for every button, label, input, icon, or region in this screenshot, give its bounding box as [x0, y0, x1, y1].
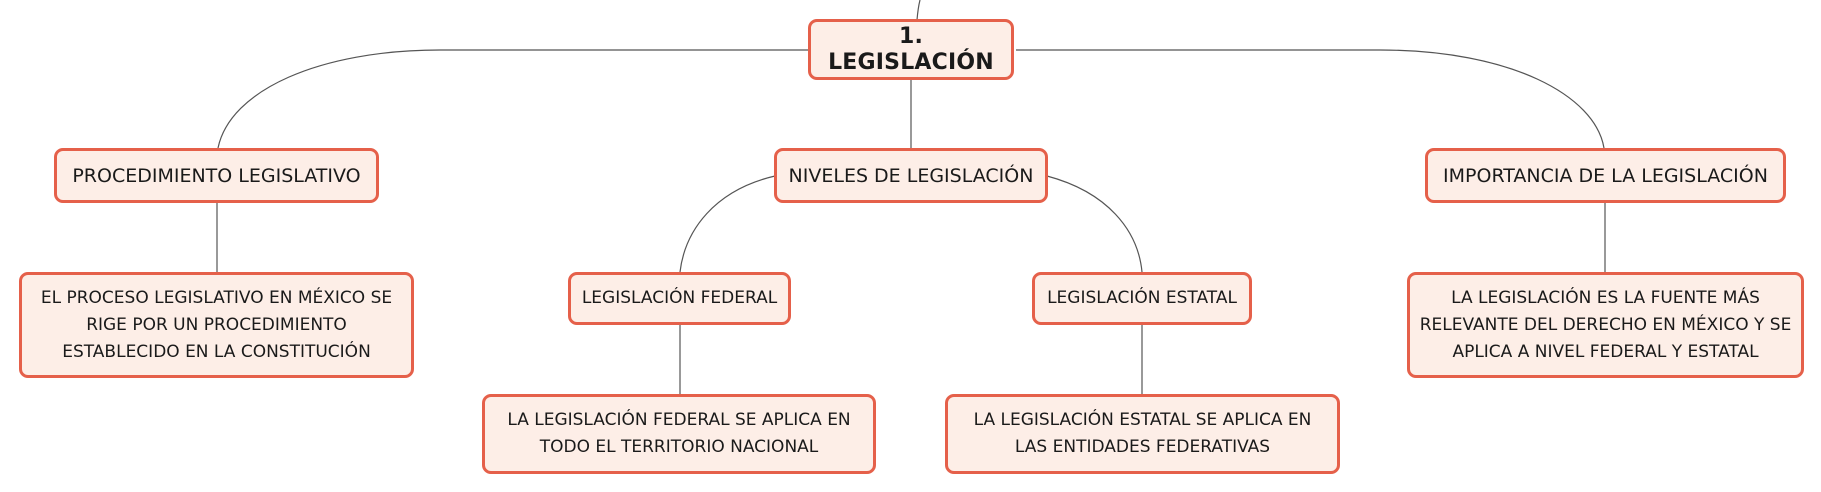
importancia-detail-text: LA LEGISLACIÓN ES LA FUENTE MÁS RELEVANT…	[1419, 287, 1792, 362]
node-legislacion-federal[interactable]: LEGISLACIÓN FEDERAL	[568, 272, 791, 325]
node-procedimiento-detail[interactable]: EL PROCESO LEGISLATIVO EN MÉXICO SE RIGE…	[19, 272, 414, 378]
node-estatal-detail[interactable]: LA LEGISLACIÓN ESTATAL SE APLICA EN LAS …	[945, 394, 1340, 474]
root-label: 1. LEGISLACIÓN	[828, 23, 994, 75]
importancia-label: IMPORTANCIA DE LA LEGISLACIÓN	[1443, 164, 1768, 187]
node-procedimiento-legislativo[interactable]: PROCEDIMIENTO LEGISLATIVO	[54, 148, 379, 203]
federal-detail-text: LA LEGISLACIÓN FEDERAL SE APLICA EN TODO…	[507, 410, 851, 457]
connector-niveles-federal	[679, 175, 776, 273]
federal-label: LEGISLACIÓN FEDERAL	[581, 288, 778, 308]
root-node[interactable]: 1. LEGISLACIÓN	[808, 19, 1014, 80]
niveles-label: NIVELES DE LEGISLACIÓN	[788, 164, 1034, 187]
node-niveles-de-legislacion[interactable]: NIVELES DE LEGISLACIÓN	[774, 148, 1048, 203]
node-legislacion-estatal[interactable]: LEGISLACIÓN ESTATAL	[1032, 272, 1252, 325]
connector-niveles-estatal	[1046, 175, 1143, 273]
estatal-detail-text: LA LEGISLACIÓN ESTATAL SE APLICA EN LAS …	[973, 410, 1312, 457]
estatal-label: LEGISLACIÓN ESTATAL	[1047, 288, 1237, 308]
connector-root-importancia	[1016, 49, 1605, 149]
procedimiento-label: PROCEDIMIENTO LEGISLATIVO	[72, 164, 361, 187]
procedimiento-detail-text: EL PROCESO LEGISLATIVO EN MÉXICO SE RIGE…	[40, 287, 393, 362]
node-importancia-de-la-legislacion[interactable]: IMPORTANCIA DE LA LEGISLACIÓN	[1425, 148, 1786, 203]
node-importancia-detail[interactable]: LA LEGISLACIÓN ES LA FUENTE MÁS RELEVANT…	[1407, 272, 1804, 378]
connector-root-procedimiento	[217, 49, 810, 149]
connector-root-parent	[916, 0, 921, 21]
node-federal-detail[interactable]: LA LEGISLACIÓN FEDERAL SE APLICA EN TODO…	[482, 394, 876, 474]
